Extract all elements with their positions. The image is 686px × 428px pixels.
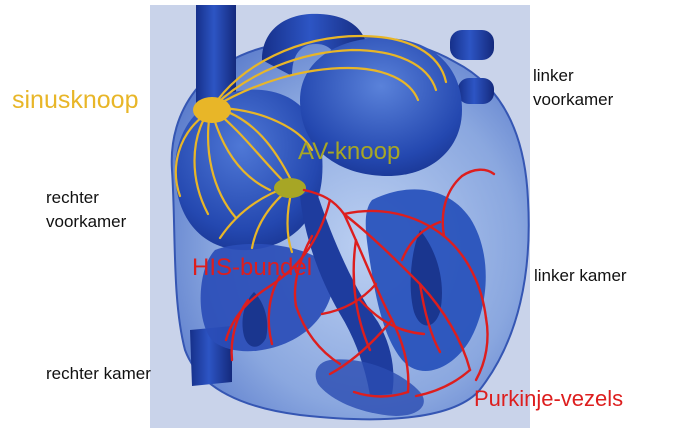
sa-node	[193, 97, 231, 123]
label-his-bundel: HIS-bundel	[192, 254, 312, 282]
label-purkinje-vezels: Purkinje-vezels	[474, 386, 623, 411]
pulmonary-vein-upper	[450, 30, 494, 60]
label-sinusknoop: sinusknoop	[12, 86, 138, 115]
pulmonary-vein-lower	[458, 78, 494, 104]
label-rechter-voorkamer-line2: voorkamer	[46, 212, 126, 232]
label-linker-kamer: linker kamer	[534, 266, 627, 286]
label-linker-voorkamer-line1: linker	[533, 66, 574, 86]
label-rechter-voorkamer-line1: rechter	[46, 188, 99, 208]
av-node	[274, 178, 306, 198]
label-rechter-kamer: rechter kamer	[46, 364, 151, 384]
label-linker-voorkamer-line2: voorkamer	[533, 90, 613, 110]
label-av-knoop: AV-knoop	[298, 138, 400, 166]
